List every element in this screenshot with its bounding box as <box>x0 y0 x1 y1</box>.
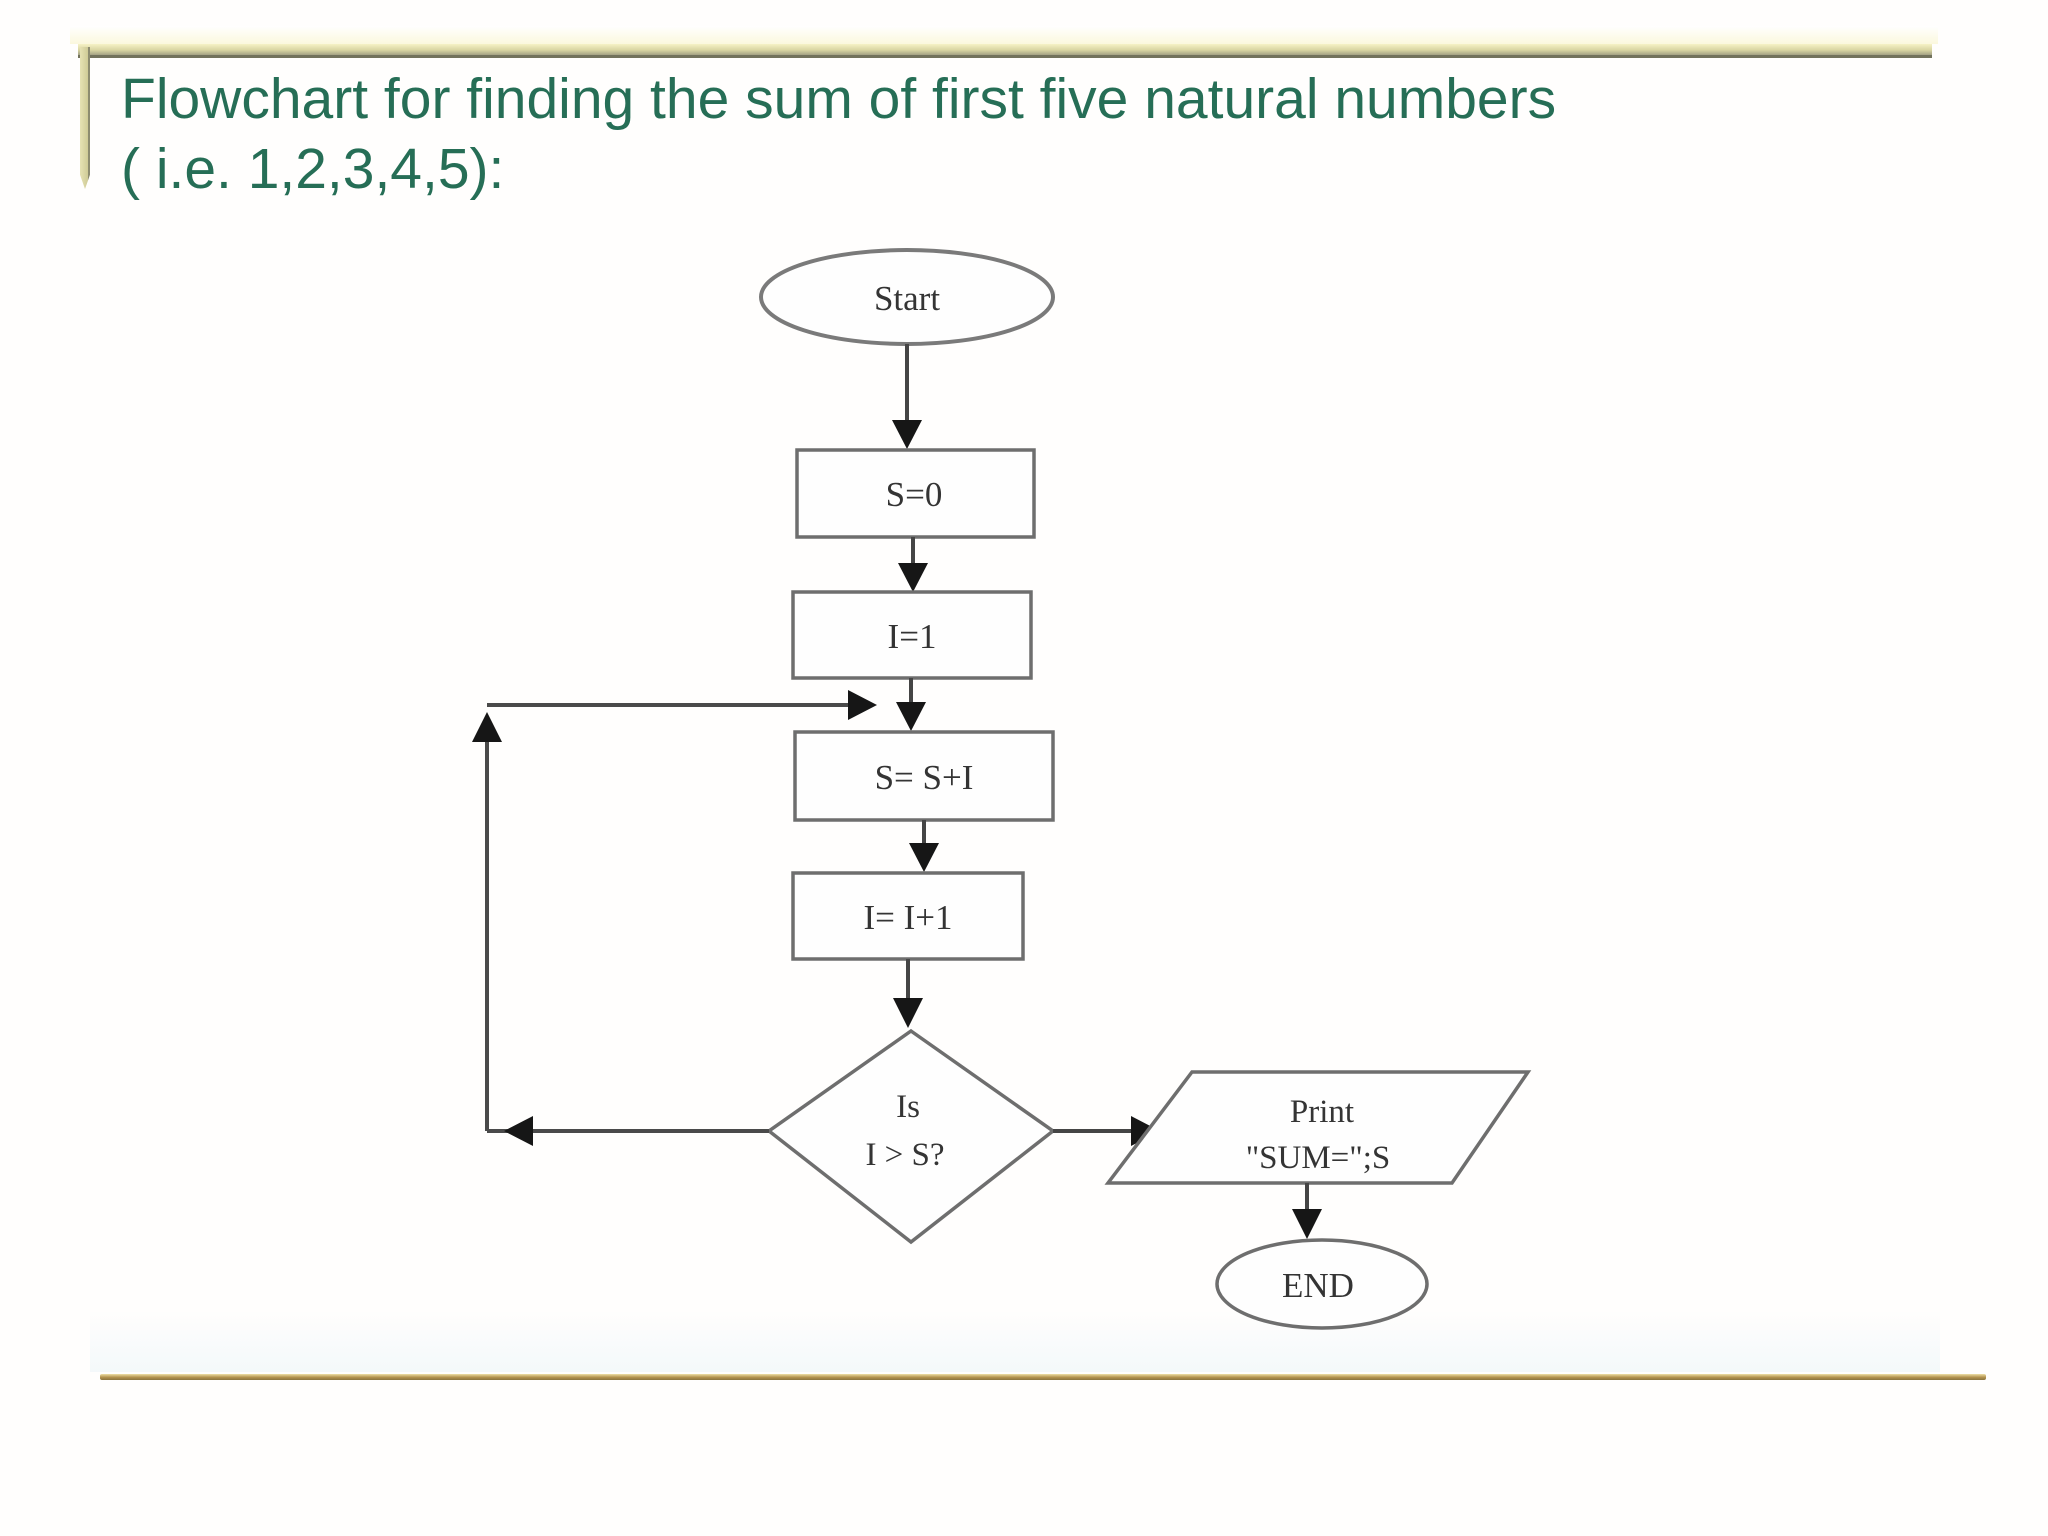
top-border-bar <box>78 44 1932 58</box>
slide-title-line2: ( i.e. 1,2,3,4,5): <box>121 137 505 201</box>
flowchart-end-terminator <box>1215 1238 1429 1330</box>
flowchart-incr-label: I= I+1 <box>863 898 952 937</box>
flowchart-print-label-line2: "SUM=";S <box>1246 1140 1391 1176</box>
flowchart-io-print <box>1104 1070 1532 1185</box>
flowchart-s0-label: S=0 <box>886 475 943 514</box>
arrowhead-right-icon <box>848 690 877 720</box>
flowchart-end-label: END <box>1282 1266 1354 1305</box>
arrowhead-left-icon <box>504 1116 533 1146</box>
flowchart-add-label: S= S+I <box>875 758 974 797</box>
flowchart-process-i1 <box>791 590 1033 680</box>
arrowhead-down-icon <box>896 702 926 731</box>
arrowhead-down-icon <box>893 998 923 1028</box>
top-border-glow <box>70 26 1938 44</box>
arrowhead-down-icon <box>898 563 928 592</box>
slide-title-line1: Flowchart for finding the sum of first f… <box>121 67 1557 131</box>
left-border-tick <box>80 47 90 189</box>
arrowhead-down-icon <box>892 420 922 449</box>
flowchart-start-label: Start <box>874 279 940 318</box>
arrowhead-up-icon <box>472 712 502 742</box>
flowchart-decision-diamond <box>766 1028 1056 1245</box>
flowchart-decision-label-line1: Is <box>896 1089 920 1125</box>
bottom-rule <box>100 1374 1986 1380</box>
content-bottom-tint <box>90 1310 1940 1372</box>
flowchart-print-label-line1: Print <box>1290 1094 1354 1130</box>
arrowhead-down-icon <box>909 843 939 872</box>
flowchart-i1-label: I=1 <box>888 617 937 656</box>
flowchart-process-s0 <box>795 448 1036 539</box>
slide-title: Flowchart for finding the sum of first f… <box>121 64 1951 204</box>
arrowhead-down-icon <box>1292 1209 1322 1239</box>
flowchart-decision-label-line2: I > S? <box>865 1137 944 1173</box>
